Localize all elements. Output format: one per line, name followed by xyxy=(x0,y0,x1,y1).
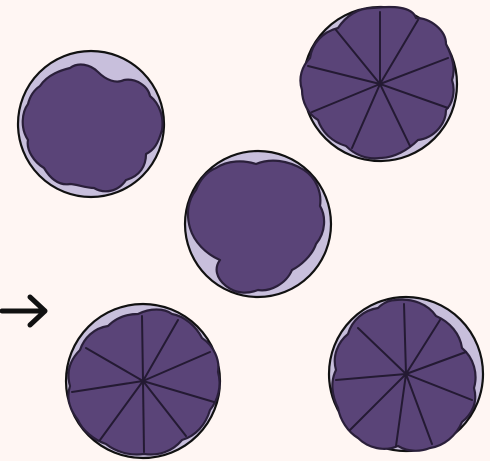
piece-1[interactable] xyxy=(18,51,164,197)
piece-4[interactable] xyxy=(66,304,220,458)
piece-2[interactable] xyxy=(300,7,457,161)
right-arrow-icon xyxy=(2,297,45,325)
piece-3[interactable] xyxy=(185,151,331,297)
piece-5[interactable] xyxy=(329,297,483,451)
